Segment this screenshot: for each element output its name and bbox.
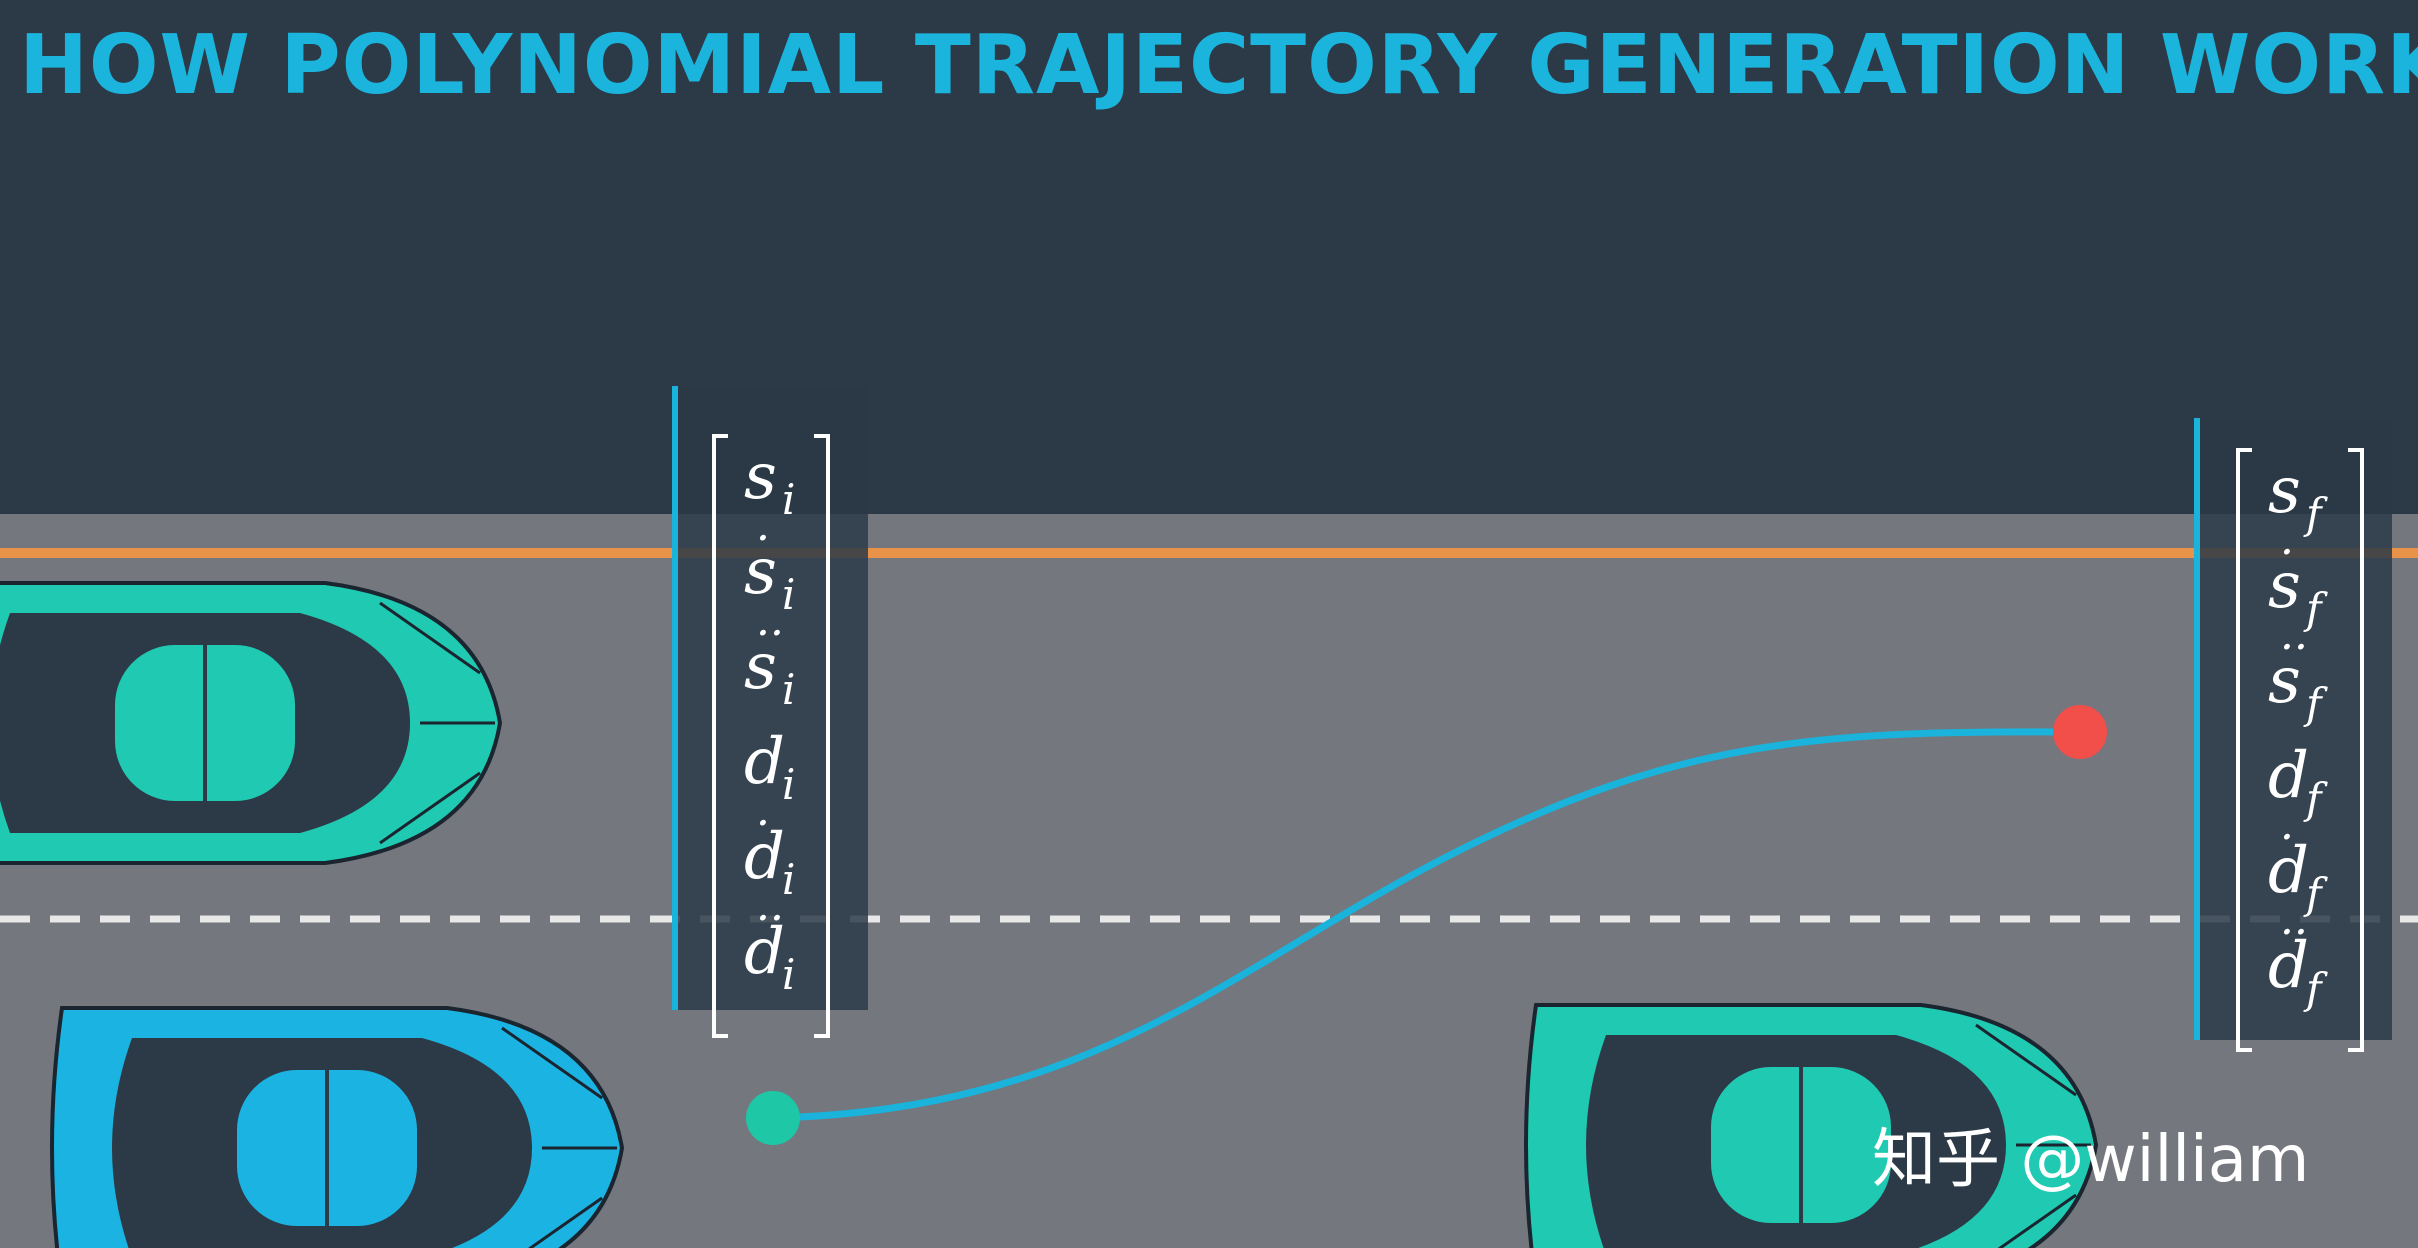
end-point — [2053, 705, 2107, 759]
state-entry-d-1-f: d — [2268, 834, 2309, 908]
derivative-dots: · — [2280, 527, 2294, 578]
state-entry-subscript: i — [782, 475, 795, 524]
state-entry-s-2-i: s — [744, 630, 777, 704]
state-entry-subscript: i — [782, 570, 795, 619]
road-edge-line — [0, 548, 2418, 558]
trajectory-curve — [769, 728, 2084, 1122]
state-entry-s-1-f: s — [2268, 549, 2301, 623]
state-entry-subscript: i — [782, 665, 795, 714]
ego-car — [50, 1006, 624, 1248]
right-bracket — [814, 434, 830, 1038]
derivative-dots: ·· — [2280, 622, 2308, 673]
derivative-dots: ·· — [2280, 907, 2308, 958]
state-entry-d-0-f: d — [2268, 739, 2309, 813]
watermark: 知乎 @william — [1872, 1123, 2310, 1197]
state-entry-s-2-f: s — [2268, 644, 2301, 718]
state-entry-d-2-f: d — [2268, 929, 2309, 1003]
left-bracket — [712, 434, 728, 1038]
derivative-dots: ·· — [756, 608, 784, 659]
state-entry-subscript: i — [782, 855, 795, 904]
state-entry-d-2-i: d — [744, 915, 785, 989]
page-title: HOW POLYNOMIAL TRAJECTORY GENERATION WOR… — [19, 18, 2418, 113]
left-bracket — [2236, 448, 2252, 1052]
state-entry-d-1-i: d — [744, 820, 785, 894]
other-car-top-left — [0, 581, 502, 865]
state-entry-s-0-i: s — [744, 440, 777, 514]
derivative-dots: ·· — [756, 893, 784, 944]
state-entry-subscript: i — [782, 760, 795, 809]
state-entry-d-0-i: d — [744, 725, 785, 799]
state-entry-s-0-f: s — [2268, 454, 2301, 528]
derivative-dots: · — [756, 798, 770, 849]
start-point — [746, 1091, 800, 1145]
state-entry-s-1-i: s — [744, 535, 777, 609]
derivative-dots: · — [756, 513, 770, 564]
state-entry-subscript: i — [782, 950, 795, 999]
derivative-dots: · — [2280, 812, 2294, 863]
right-bracket — [2348, 448, 2364, 1052]
